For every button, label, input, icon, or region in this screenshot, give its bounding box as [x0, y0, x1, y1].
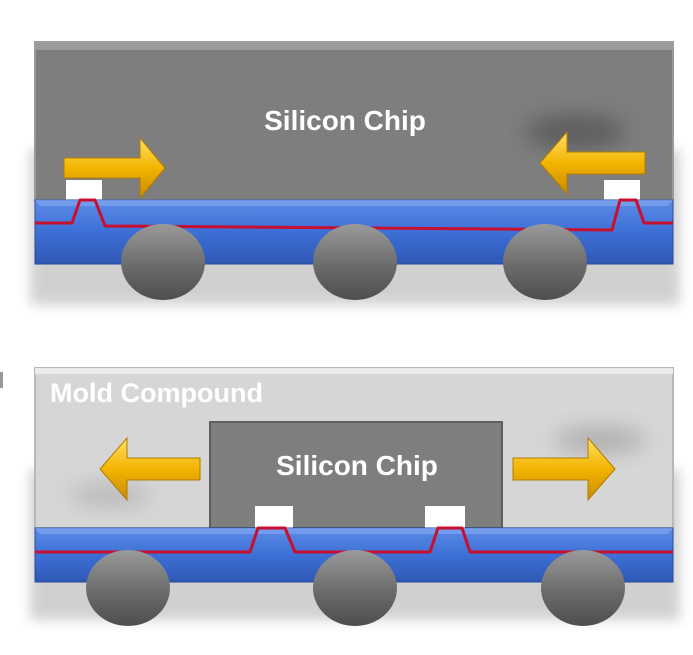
- top-solder-ball-1: [121, 224, 205, 300]
- top-panel: Silicon Chip: [30, 41, 680, 305]
- bottom-bump-right: [425, 506, 465, 528]
- bottom-solder-ball-1: [86, 550, 170, 626]
- edge-fragment: [0, 372, 3, 388]
- bottom-panel: Mold Compound Silicon Chip: [30, 367, 680, 626]
- bottom-chip-label: Silicon Chip: [276, 450, 438, 481]
- top-chip-label: Silicon Chip: [264, 105, 426, 136]
- bottom-mold-highlight: [35, 368, 673, 374]
- bottom-mold-smudge-left: [70, 483, 150, 507]
- top-bump-right: [604, 180, 640, 200]
- top-arrow-left-icon: [539, 130, 646, 196]
- bottom-mold-label: Mold Compound: [50, 378, 263, 408]
- top-bump-left: [66, 180, 102, 200]
- bottom-solder-ball-2: [313, 550, 397, 626]
- bottom-mold-smudge-right: [555, 426, 645, 454]
- top-solder-ball-3: [503, 224, 587, 300]
- top-solder-ball-2: [313, 224, 397, 300]
- bottom-arrow-right-icon: [512, 436, 616, 502]
- top-chip-highlight: [35, 42, 673, 50]
- bottom-substrate-bevel: [35, 528, 673, 534]
- bottom-arrow-left-icon: [99, 436, 201, 502]
- bottom-solder-ball-3: [541, 550, 625, 626]
- top-arrow-right-icon: [63, 136, 166, 200]
- top-chip-smudge: [525, 114, 625, 150]
- top-substrate-bevel: [35, 200, 673, 206]
- bottom-bump-left: [255, 506, 293, 528]
